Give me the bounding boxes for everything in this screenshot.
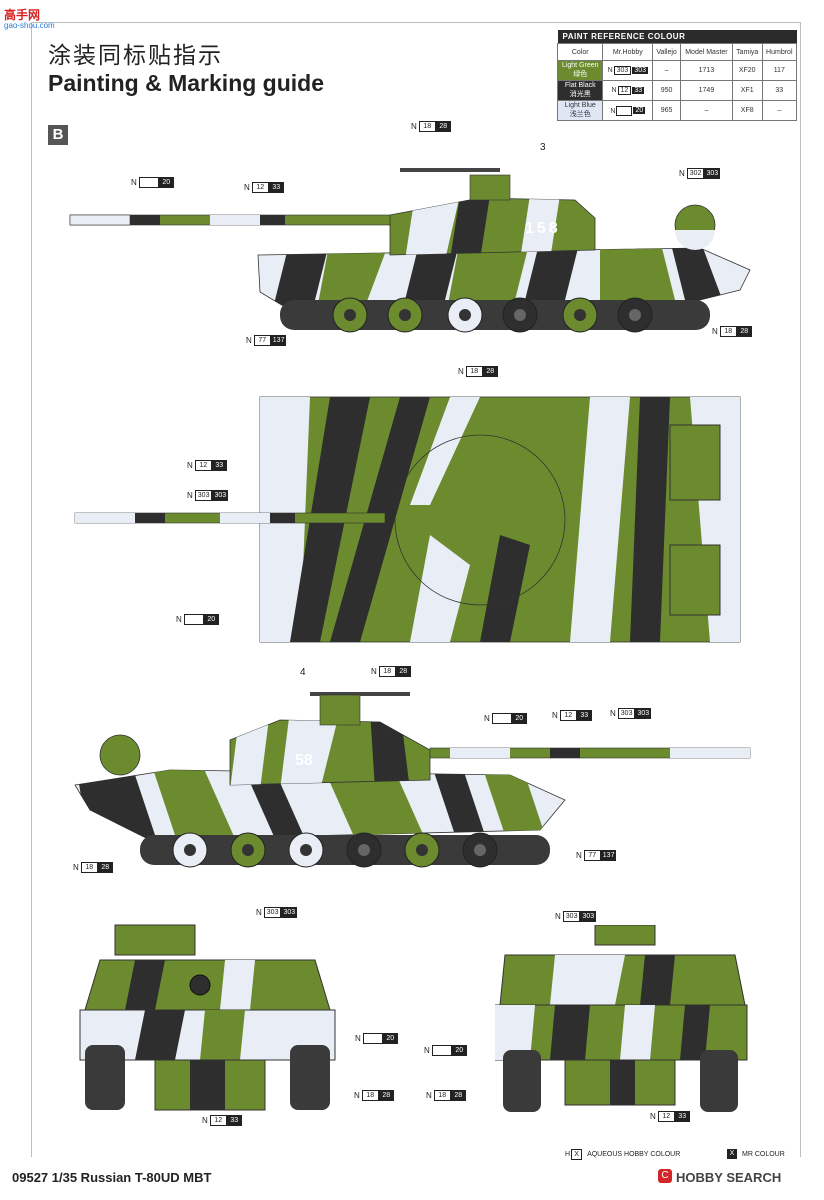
col-modelmaster: Model Master	[680, 43, 733, 61]
legend-aqueous: H X AQUEOUS HOBBY COLOUR	[565, 1149, 681, 1160]
col-tamiya: Tamiya	[731, 43, 763, 61]
tank-right-side-view: 158	[69, 168, 751, 333]
site-logo: 高手网 gao-shou.com	[4, 6, 55, 30]
watermark-icon: C	[658, 1169, 672, 1183]
vallejo-cell: 965	[652, 100, 682, 121]
frame-right	[800, 22, 801, 1157]
tamiya-cell: XF8	[731, 100, 763, 121]
legend-mr-colour: X MR COLOUR	[727, 1149, 785, 1159]
col-vallejo: Vallejo	[652, 43, 682, 61]
turret-number-right: 158	[525, 220, 561, 237]
site-logo-sub: gao-shou.com	[4, 21, 55, 30]
tank-front-view	[79, 924, 336, 1111]
modelmaster-cell: 1749	[680, 80, 733, 101]
col-humbrol: Humbrol	[761, 43, 798, 61]
modelmaster-cell: 1713	[680, 60, 733, 81]
section-badge: B	[48, 125, 68, 145]
frame-left	[31, 22, 32, 1157]
decal-callout-number: 4	[300, 667, 306, 678]
humbrol-cell: 117	[761, 60, 798, 81]
humbrol-cell: 33	[761, 80, 798, 101]
tank-rear-view	[495, 925, 748, 1112]
watermark-text: HOBBY SEARCH	[676, 1170, 782, 1185]
turret-number-left: 58	[295, 752, 313, 769]
paint-reference-table: PAINT REFERENCE COLOUR Color Mr.Hobby Va…	[556, 30, 798, 121]
col-mrhobby: Mr.Hobby	[602, 43, 654, 61]
paint-table-title: PAINT REFERENCE COLOUR	[557, 30, 797, 44]
page-title-cn: 涂装同标贴指示	[48, 42, 223, 68]
page-title-en: Painting & Marking guide	[48, 70, 325, 96]
site-logo-main: 高手网	[4, 8, 41, 22]
tank-left-side-view: 58	[74, 692, 751, 868]
decal-callout-number: 3	[540, 142, 546, 153]
modelmaster-cell: –	[680, 100, 733, 121]
tamiya-cell: XF1	[731, 80, 763, 101]
product-label: 09527 1/35 Russian T-80UD MBT	[12, 1170, 212, 1185]
tamiya-cell: XF20	[731, 60, 763, 81]
tank-top-view	[74, 396, 741, 643]
vallejo-cell: –	[652, 60, 682, 81]
frame-top	[31, 22, 801, 23]
vallejo-cell: 950	[652, 80, 682, 101]
humbrol-cell: –	[761, 100, 798, 121]
col-color: Color	[556, 43, 604, 61]
